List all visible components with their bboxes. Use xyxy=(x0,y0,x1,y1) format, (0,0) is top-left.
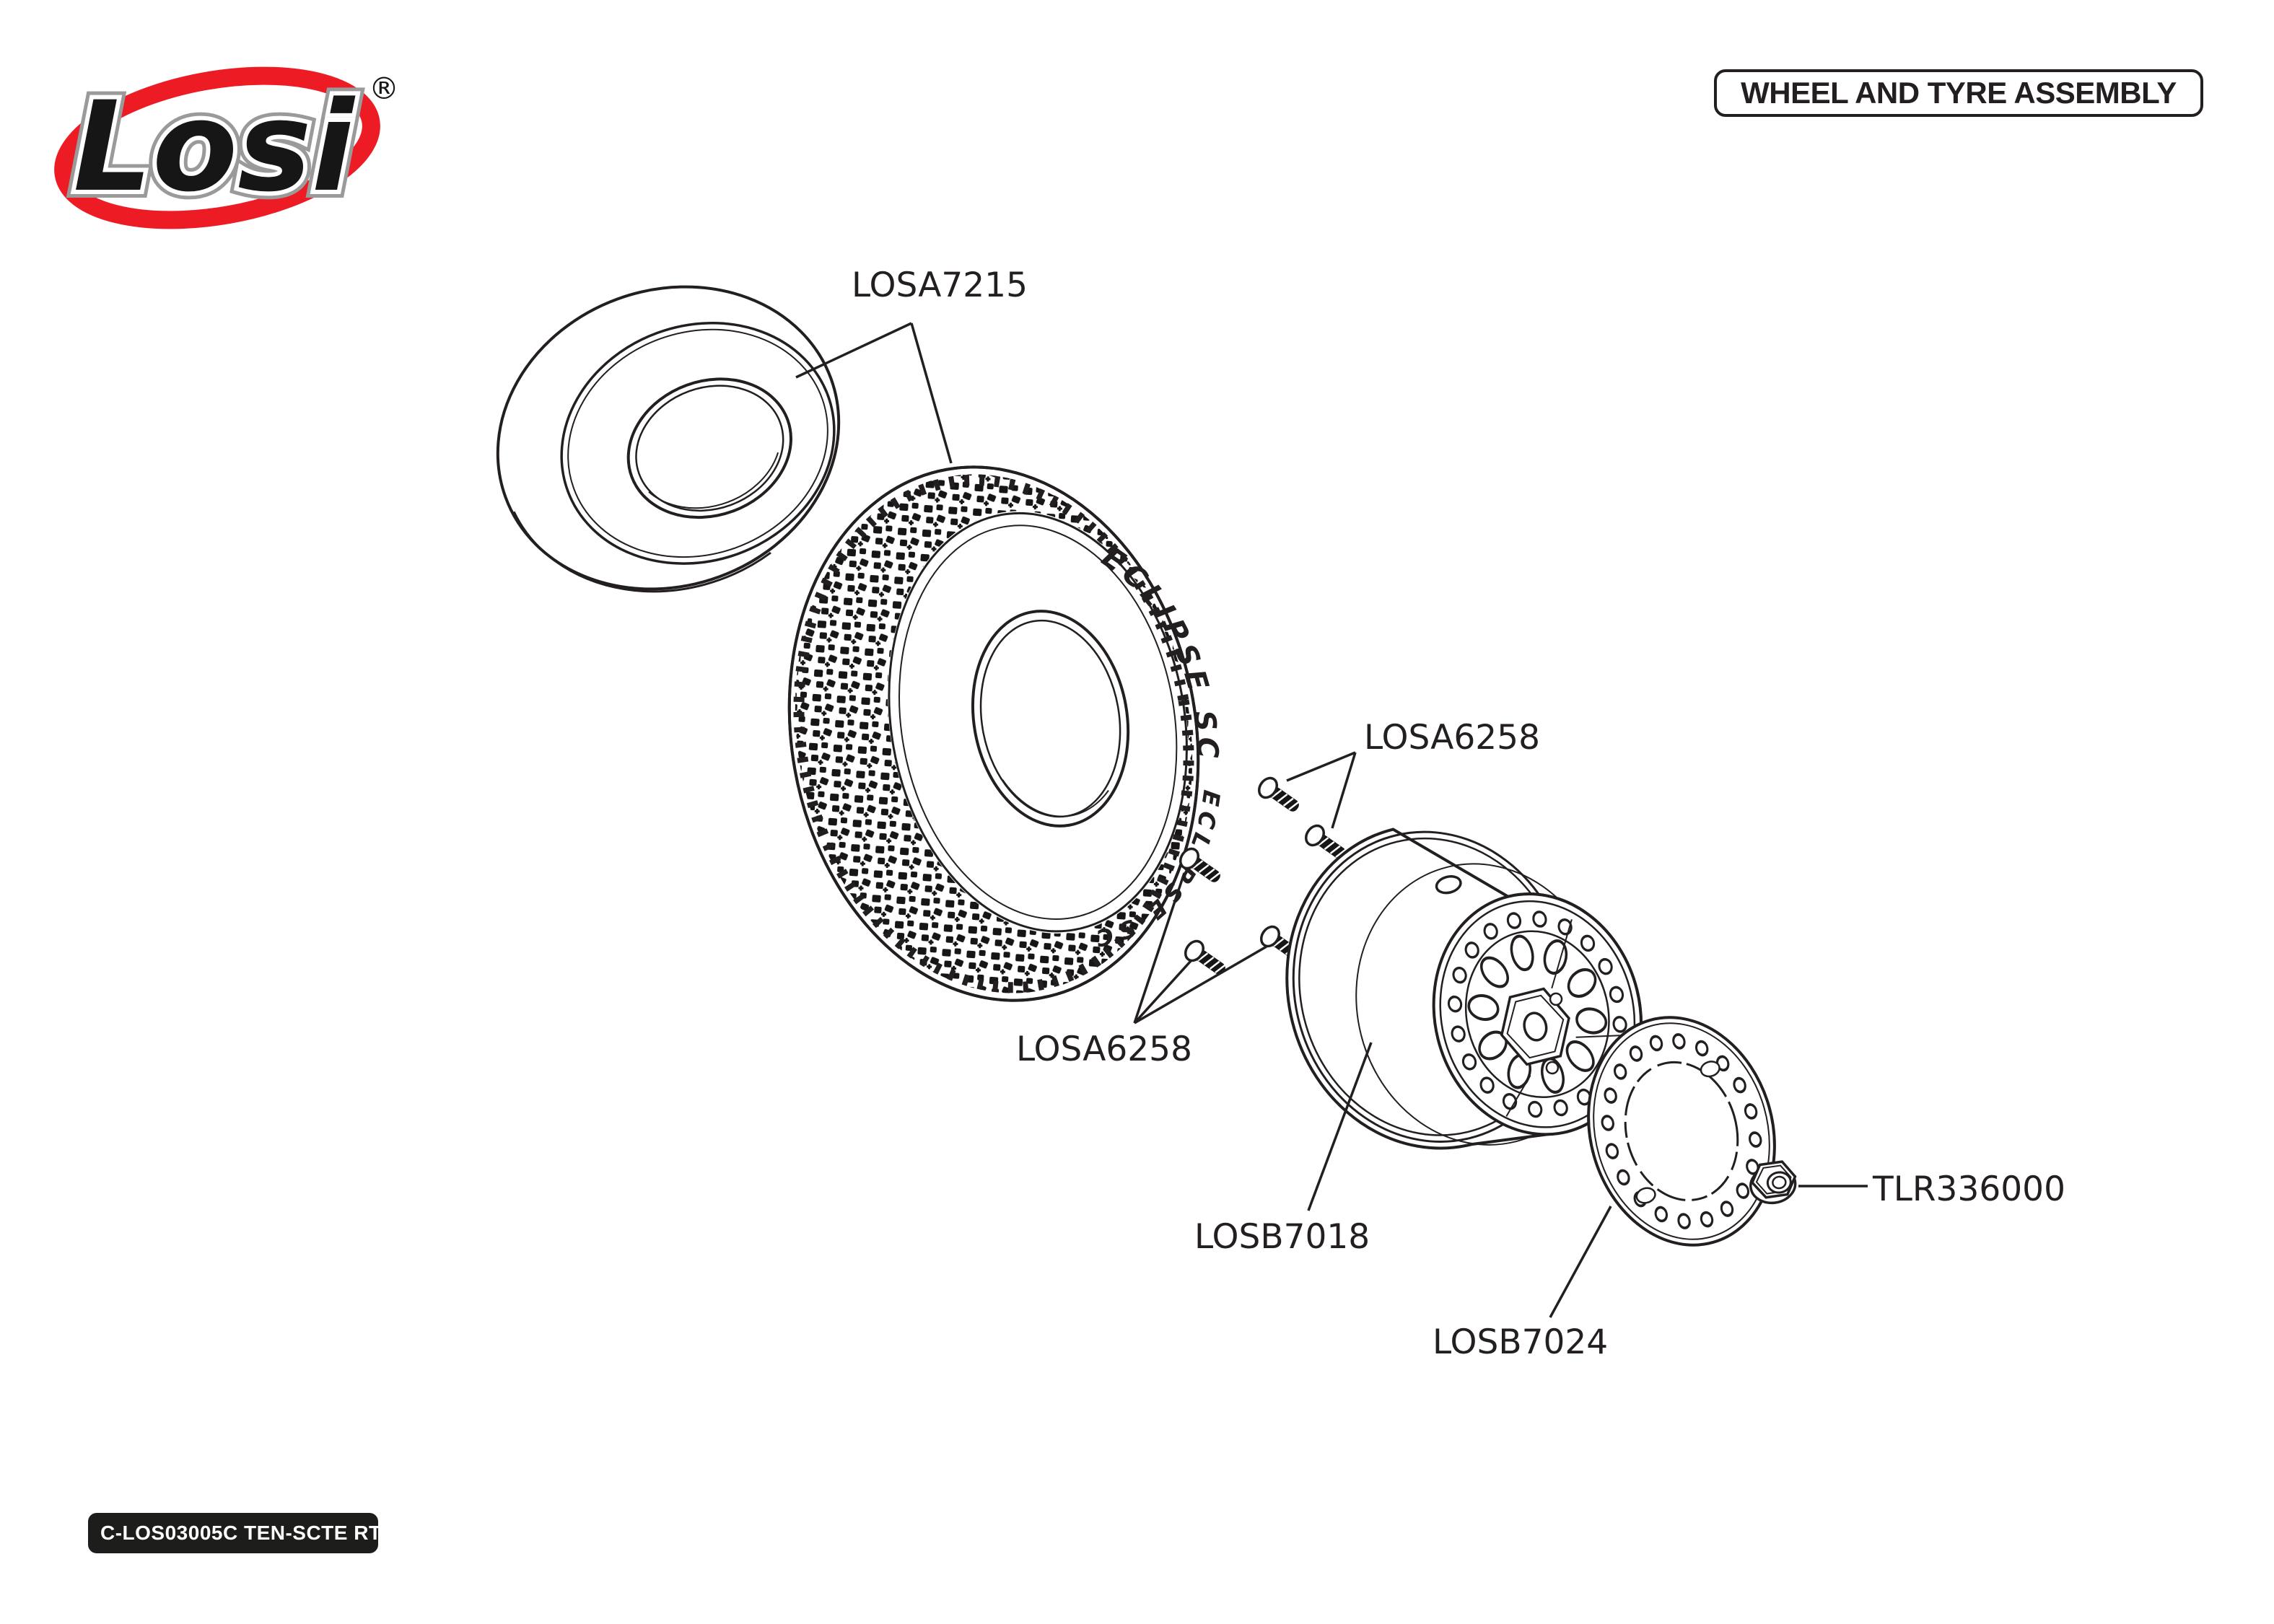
leader-losa6258-bottom-c xyxy=(1134,945,1267,1024)
leader-losb7024 xyxy=(1549,1206,1612,1318)
part-label-losa7215: LOSA7215 xyxy=(852,265,1028,305)
part-wheel-nut xyxy=(1749,1160,1797,1205)
beadlock-scalloped-edge xyxy=(1624,1061,1739,1202)
part-tire-foam xyxy=(496,285,841,593)
kit-code: C-LOS03005C TEN-SCTE RTR xyxy=(100,1522,397,1544)
leader-losa6258-bottom-b xyxy=(1133,960,1192,1024)
registered-trademark-symbol: ® xyxy=(369,71,395,106)
leader-losa7215-tire xyxy=(910,322,953,464)
leader-losa6258-top-a xyxy=(1286,751,1356,782)
leader-losb7018 xyxy=(1307,1042,1373,1211)
logo-wordmark-outline: Losi xyxy=(73,74,355,219)
part-label-losb7018: LOSB7018 xyxy=(1194,1217,1370,1257)
part-label-losb7024: LOSB7024 xyxy=(1433,1322,1608,1362)
tire-bead-opening xyxy=(971,610,1130,828)
leader-lines xyxy=(795,322,1868,1318)
part-screw xyxy=(1180,936,1232,982)
part-wheel xyxy=(1285,828,1643,1150)
leader-losa7215-foam xyxy=(795,322,912,379)
wheel-vent-hole xyxy=(1435,875,1462,895)
losi-logo: Losi Losi ® xyxy=(35,40,399,245)
part-screw xyxy=(1254,773,1306,819)
page-title-box: WHEEL AND TYRE ASSEMBLY xyxy=(1714,69,2203,117)
part-label-losa6258-top: LOSA6258 xyxy=(1364,718,1540,758)
part-beadlock-ring xyxy=(1587,1016,1776,1247)
part-label-losa6258-bottom: LOSA6258 xyxy=(1016,1030,1192,1069)
page-title: WHEEL AND TYRE ASSEMBLY xyxy=(1741,76,2177,110)
logo-swoosh xyxy=(54,66,380,229)
logo-wordmark: Losi xyxy=(73,74,355,219)
leader-losa6258-bottom-a xyxy=(1133,872,1186,1024)
leader-losa6258-top-b xyxy=(1331,752,1357,829)
kit-code-box: C-LOS03005C TEN-SCTE RTR xyxy=(88,1513,396,1553)
part-label-tlr336000: TLR336000 xyxy=(1872,1169,2065,1209)
foam-thickness-fold xyxy=(512,511,771,593)
